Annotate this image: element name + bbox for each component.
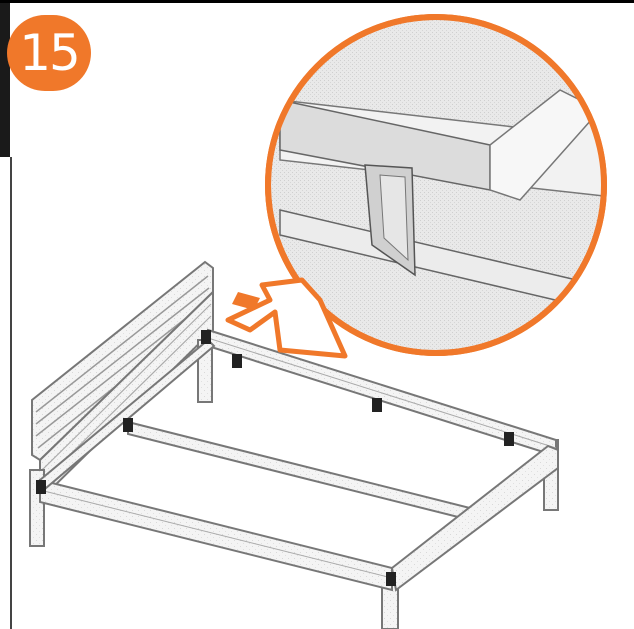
- left-edge-bar: [0, 3, 10, 157]
- left-edge-line: [10, 157, 12, 629]
- top-border: [0, 0, 634, 3]
- detail-callout: [265, 14, 607, 356]
- side-rail-back: [207, 328, 557, 458]
- side-rail-front: [39, 478, 393, 592]
- foot-rail: [390, 444, 559, 592]
- pointer-arrow-icon: [225, 277, 348, 359]
- corner-brackets: [36, 330, 514, 586]
- step-badge: 15: [7, 15, 91, 91]
- center-beam: [127, 420, 471, 522]
- step-number: 15: [19, 24, 81, 82]
